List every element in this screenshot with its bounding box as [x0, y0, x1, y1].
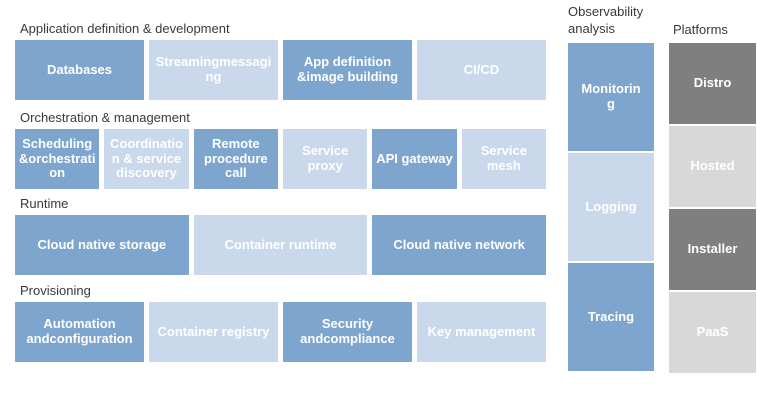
platforms-blocks: Distro Hosted Installer PaaS — [669, 43, 756, 373]
layer-band-app-definition: Databases Streamingmessaging App definit… — [15, 40, 546, 100]
cell-logging: Logging — [568, 153, 654, 261]
layer-title-app-definition: Application definition & development — [20, 21, 230, 36]
cell-service-mesh: Service mesh — [461, 129, 546, 189]
cell-coordination-service-discovery: Coordination & service discovery — [104, 129, 189, 189]
cell-distro: Distro — [669, 43, 756, 124]
platforms-title: Platforms — [673, 22, 728, 37]
layer-title-orchestration: Orchestration & management — [20, 110, 190, 125]
cell-cloud-native-storage: Cloud native storage — [15, 215, 189, 275]
observability-title: Observability analysis — [568, 4, 644, 36]
layer-stack: Application definition & development Dat… — [15, 0, 546, 411]
cell-scheduling-orchestration: Scheduling &orchestration — [15, 129, 100, 189]
cell-monitoring: Monitoring — [568, 43, 654, 151]
cell-container-registry: Container registry — [149, 302, 278, 362]
cell-paas: PaaS — [669, 292, 756, 373]
cell-hosted: Hosted — [669, 126, 756, 207]
cell-cloud-native-network: Cloud native network — [372, 215, 546, 275]
layer-band-provisioning: Automation andconfiguration Container re… — [15, 302, 546, 362]
cell-automation-configuration: Automation andconfiguration — [15, 302, 144, 362]
cell-ci-cd: CI/CD — [417, 40, 546, 100]
layer-band-orchestration: Scheduling &orchestration Coordination &… — [15, 129, 546, 189]
observability-blocks: Monitoring Logging Tracing — [568, 43, 654, 371]
cell-service-proxy: Service proxy — [283, 129, 368, 189]
layer-provisioning: Provisioning Automation andconfiguration… — [15, 281, 546, 362]
cell-container-runtime: Container runtime — [193, 215, 368, 275]
cell-app-definition-image-building: App definition &image building — [283, 40, 412, 100]
cell-databases: Databases — [15, 40, 144, 100]
layer-band-runtime: Cloud native storage Container runtime C… — [15, 215, 546, 275]
layer-title-provisioning: Provisioning — [20, 283, 91, 298]
layer-title-runtime: Runtime — [20, 196, 69, 211]
cell-key-management: Key management — [417, 302, 546, 362]
layer-orchestration: Orchestration & management Scheduling &o… — [15, 108, 546, 189]
cell-security-compliance: Security andcompliance — [283, 302, 412, 362]
layer-app-definition: Application definition & development Dat… — [15, 19, 546, 100]
cell-api-gateway: API gateway — [372, 129, 457, 189]
cell-installer: Installer — [669, 209, 756, 290]
cell-remote-procedure-call: Remote procedure call — [193, 129, 278, 189]
layer-runtime: Runtime Cloud native storage Container r… — [15, 194, 546, 275]
cell-tracing: Tracing — [568, 263, 654, 371]
cell-streaming-messaging: Streamingmessaging — [149, 40, 278, 100]
